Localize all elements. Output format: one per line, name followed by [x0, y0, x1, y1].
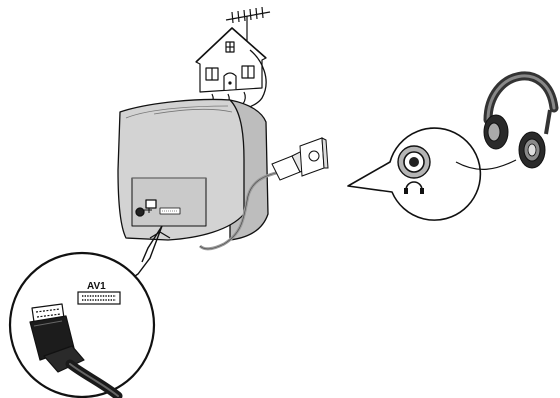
headphones-icon	[455, 71, 559, 170]
scart-callout	[8, 225, 163, 398]
house-icon	[195, 27, 267, 107]
scart-socket-icon: AV1	[77, 281, 121, 305]
wall-socket-icon	[299, 137, 329, 177]
tv-rear-icon	[117, 98, 269, 241]
scart-connector-icon	[29, 303, 123, 398]
headphone-jack-icon	[397, 145, 431, 194]
av1-label: AV1	[87, 281, 106, 292]
antenna-icon	[225, 6, 271, 48]
